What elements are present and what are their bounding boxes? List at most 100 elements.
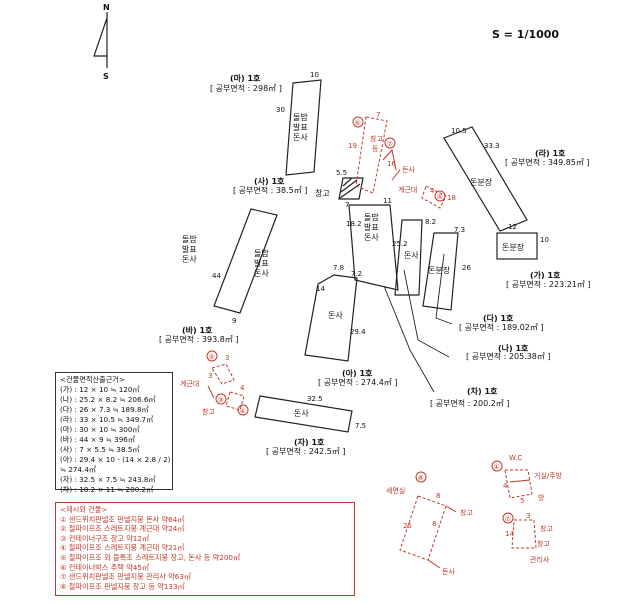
mid-dim3: 8 (432, 520, 436, 528)
building-na-dim1: 7.3 (454, 226, 465, 234)
building-cha-name: (차) 1호 (467, 386, 498, 396)
building-ja-dim2: 7.5 (355, 422, 366, 430)
excluded-legend-row: ③ 컨테이너구조 창고 약12㎡ (60, 533, 150, 543)
building-na-area: [ 공부면적 : 205.38㎡ ] (466, 351, 551, 361)
building-ba-label-2: 발표 (254, 258, 269, 268)
building-ma: (마) 1호 [ 공부면적 : 298㎡ ] 10 30 돌밥 발표 돈사 (210, 71, 322, 176)
area-legend-row: (차) : 18.2 × 11 ≒ 200.2㎡ (60, 485, 154, 494)
building-ma-name: (마) 1호 (230, 73, 261, 83)
red-pig-dim: 16 (387, 160, 396, 168)
building-da-outline (394, 219, 423, 296)
building-cha-dim1: 11 (383, 197, 392, 205)
building-cha-label-1: 돌밥 (364, 213, 379, 222)
br-dim1: 4 (503, 482, 508, 490)
building-a-dim4: 29.4 (350, 328, 366, 336)
building-ba-name: (바) 1호 (182, 325, 213, 335)
building-ra-label: 돈분장 (470, 177, 493, 187)
building-sa-outline (338, 177, 364, 200)
left-field-label-1: 돌밥 (182, 235, 197, 244)
building-a-area: [ 공부면적 : 274.4㎡ ] (318, 377, 397, 387)
building-ba-outline (213, 208, 278, 314)
building-cha-outline (348, 204, 399, 291)
red-circle-1: ① (494, 463, 500, 471)
compass-icon: N S (93, 3, 110, 81)
red-left-dim2: 3 (208, 372, 212, 380)
mid-dim1: 8 (436, 492, 440, 500)
building-ma-label-2: 발표 (293, 122, 308, 132)
red-left-dim1: 3 (225, 354, 229, 362)
red-storage-dim1: 7 (376, 111, 380, 119)
area-legend-row: (라) : 33 × 10.5 ≒ 349.7㎡ (60, 415, 154, 424)
building-ra-outline (443, 126, 528, 232)
building-ba-area: [ 공부면적 : 393.8㎡ ] (159, 334, 238, 344)
red-left-top-label: 계근대 (180, 379, 199, 388)
building-cha-label-2: 발표 (364, 222, 379, 232)
excluded-structures-left: ② 3 3 계근대 ③ 4 ④ 창고 (180, 350, 249, 416)
br-dim3: 3 (526, 512, 530, 520)
building-ma-area: [ 공부면적 : 298㎡ ] (210, 83, 282, 93)
building-ra-area: [ 공부면적 : 349.85㎡ ] (505, 157, 590, 167)
building-da-dim1: 25.2 (392, 240, 408, 248)
area-legend-row: (아) : 29.4 × 10 - (14 × 2.8 / 2) (60, 455, 171, 464)
red-circle-7b: ⑦ (505, 515, 511, 523)
building-ja-area: [ 공부면적 : 242.5㎡ ] (266, 446, 345, 456)
building-na-outline (422, 232, 459, 311)
office-label: 관리사 (530, 555, 550, 564)
area-legend-row: ≒ 274.4㎡ (60, 465, 97, 474)
area-calculation-legend: <건물면적산출근거> (가) : 12 × 10 ≒ 120㎡ (나) : 25… (55, 372, 173, 494)
building-a-dim1: 7.8 (333, 264, 344, 272)
area-legend-row: (자) : 32.5 × 7.5 ≒ 243.8㎡ (60, 475, 156, 484)
building-cha: 11 18.2 돌밥 발표 돈사 (차) 1호 [ 공부면적 : 200.2㎡ … (346, 197, 509, 408)
br-dim4: 14 (505, 530, 514, 538)
building-ba-label-3: 돈사 (254, 269, 269, 278)
building-ga: 12 10 돈분장 (가) 1호 [ 공부면적 : 223.21㎡ ] (496, 223, 591, 289)
red-scale-dim: 4 (430, 187, 435, 195)
excluded-structures-bottom-mid: ⑧ 세면실 8 25 8 창고 돈사 (386, 471, 473, 576)
excluded-legend-row: ⑤ 철파이프조 외 블록조 스레트지붕 창고, 돈사 등 약200㎡ (60, 552, 241, 562)
building-ra-name: (라) 1호 (535, 148, 566, 158)
building-ba-dim2: 9 (232, 317, 236, 325)
area-legend-row: (다) : 26 × 7.3 ≒ 189.8㎡ (60, 405, 149, 414)
scale-label: S = 1/1000 (492, 28, 560, 41)
mid-label-top: 세면실 (386, 486, 405, 495)
mid-dim2: 25 (403, 522, 412, 530)
area-legend-row: (가) : 12 × 10 ≒ 120㎡ (60, 385, 140, 394)
excluded-legend-row: ⑦ 샌드위치판넬조 판넬지붕 관리사 약63㎡ (60, 572, 192, 582)
building-da-area: [ 공부면적 : 189.02㎡ ] (459, 322, 544, 332)
compass-south: S (103, 72, 109, 81)
building-ma-dim2: 30 (276, 106, 285, 114)
building-ga-dim2: 10 (540, 236, 549, 244)
building-ma-dim1: 10 (310, 71, 319, 79)
excluded-legend-title: <제시외 건물> (60, 505, 108, 514)
building-ba-label-1: 돌밥 (254, 249, 269, 258)
building-ga-label: 돈분장 (502, 242, 525, 252)
building-ra-dim1: 10.5 (451, 127, 467, 135)
building-a-name: (아) 1호 (342, 368, 373, 378)
building-ja-dim1: 32.5 (307, 395, 323, 403)
storage-label: 창고 (537, 540, 550, 548)
building-na-name: (나) 1호 (498, 343, 529, 353)
compass-north: N (103, 3, 110, 12)
left-field-label-3: 돈사 (182, 255, 197, 264)
mid-label-right: 창고 (460, 509, 473, 517)
br-dim2: 5 (520, 497, 524, 505)
building-ba: 돌밥 발표 돈사 44 9 돌밥 발표 돈사 (바) 1호 [ 공부면적 : 3… (159, 208, 278, 344)
red-circle-7: ⑦ (387, 140, 393, 148)
building-a-label: 돈사 (328, 311, 343, 320)
area-legend-title: <건물면적산출근거> (60, 375, 125, 384)
red-scale-dim2: 18 (447, 194, 456, 202)
building-na-dim2: 26 (462, 264, 471, 272)
red-storage-outline (355, 116, 388, 194)
building-sa-dim2: 7 (345, 201, 349, 209)
building-ma-label-3: 돈사 (293, 133, 308, 142)
excluded-structures-top: 7 19 창고 등 ⑥ ⑦ 16 돈사 계근대 4 18 ⑤ (348, 111, 456, 209)
building-da-dim2: 8.2 (425, 218, 436, 226)
excluded-legend-row: ② 철파이프조 스레트지붕 계근대 약24㎡ (60, 524, 185, 534)
red-circle-5: ⑤ (437, 193, 443, 201)
red-storage-label-2: 등 (372, 145, 379, 153)
excluded-legend-row: ④ 철파이프조 스레트지붕 계근대 약21㎡ (60, 543, 185, 553)
leader-arrows (383, 253, 453, 393)
red-pig-label: 돈사 (402, 165, 415, 174)
